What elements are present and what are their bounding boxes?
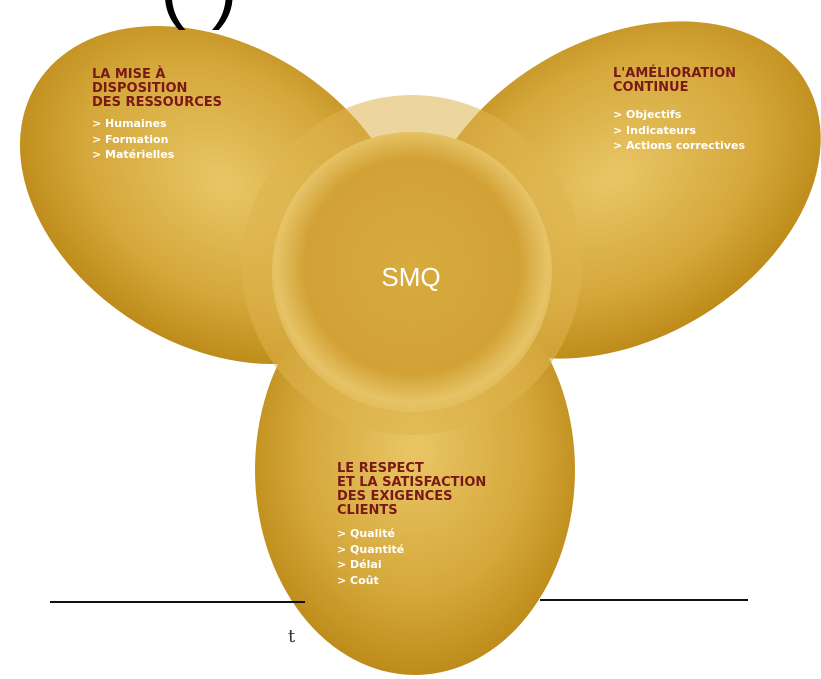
petal-title: LA MISE À DISPOSITION DES RESSOURCES	[92, 67, 222, 110]
petal-item: > Indicateurs	[613, 123, 697, 137]
cropped-heading: ( )	[160, 0, 240, 33]
petal-item: > Qualité	[337, 527, 395, 540]
petal-item: > Coût	[337, 573, 379, 587]
petal-title: LE RESPECT ET LA SATISFACTION DES EXIGEN…	[337, 461, 487, 518]
divider-left	[50, 601, 305, 603]
petal-resources-block: LA MISE À DISPOSITION DES RESSOURCES > H…	[92, 68, 222, 163]
petal-item: > Quantité	[337, 542, 405, 556]
center-circle	[272, 132, 552, 412]
petal-title: L'AMÉLIORATION CONTINUE	[613, 66, 737, 95]
petal-item: > Formation	[92, 132, 169, 146]
petal-item: > Objectifs	[613, 108, 682, 121]
petal-item: > Matérielles	[92, 148, 175, 161]
footer-text-fragment: t	[288, 626, 296, 647]
divider-right	[540, 599, 748, 601]
petal-item: > Délai	[337, 558, 382, 571]
petal-item: > Humaines	[92, 117, 167, 130]
petal-improvement-block: L'AMÉLIORATION CONTINUE > Objectifs > In…	[613, 67, 745, 154]
petal-customer-block: LE RESPECT ET LA SATISFACTION DES EXIGEN…	[337, 462, 486, 588]
center-label: SMQ	[381, 262, 441, 292]
petal-item: > Actions correctives	[613, 139, 745, 152]
